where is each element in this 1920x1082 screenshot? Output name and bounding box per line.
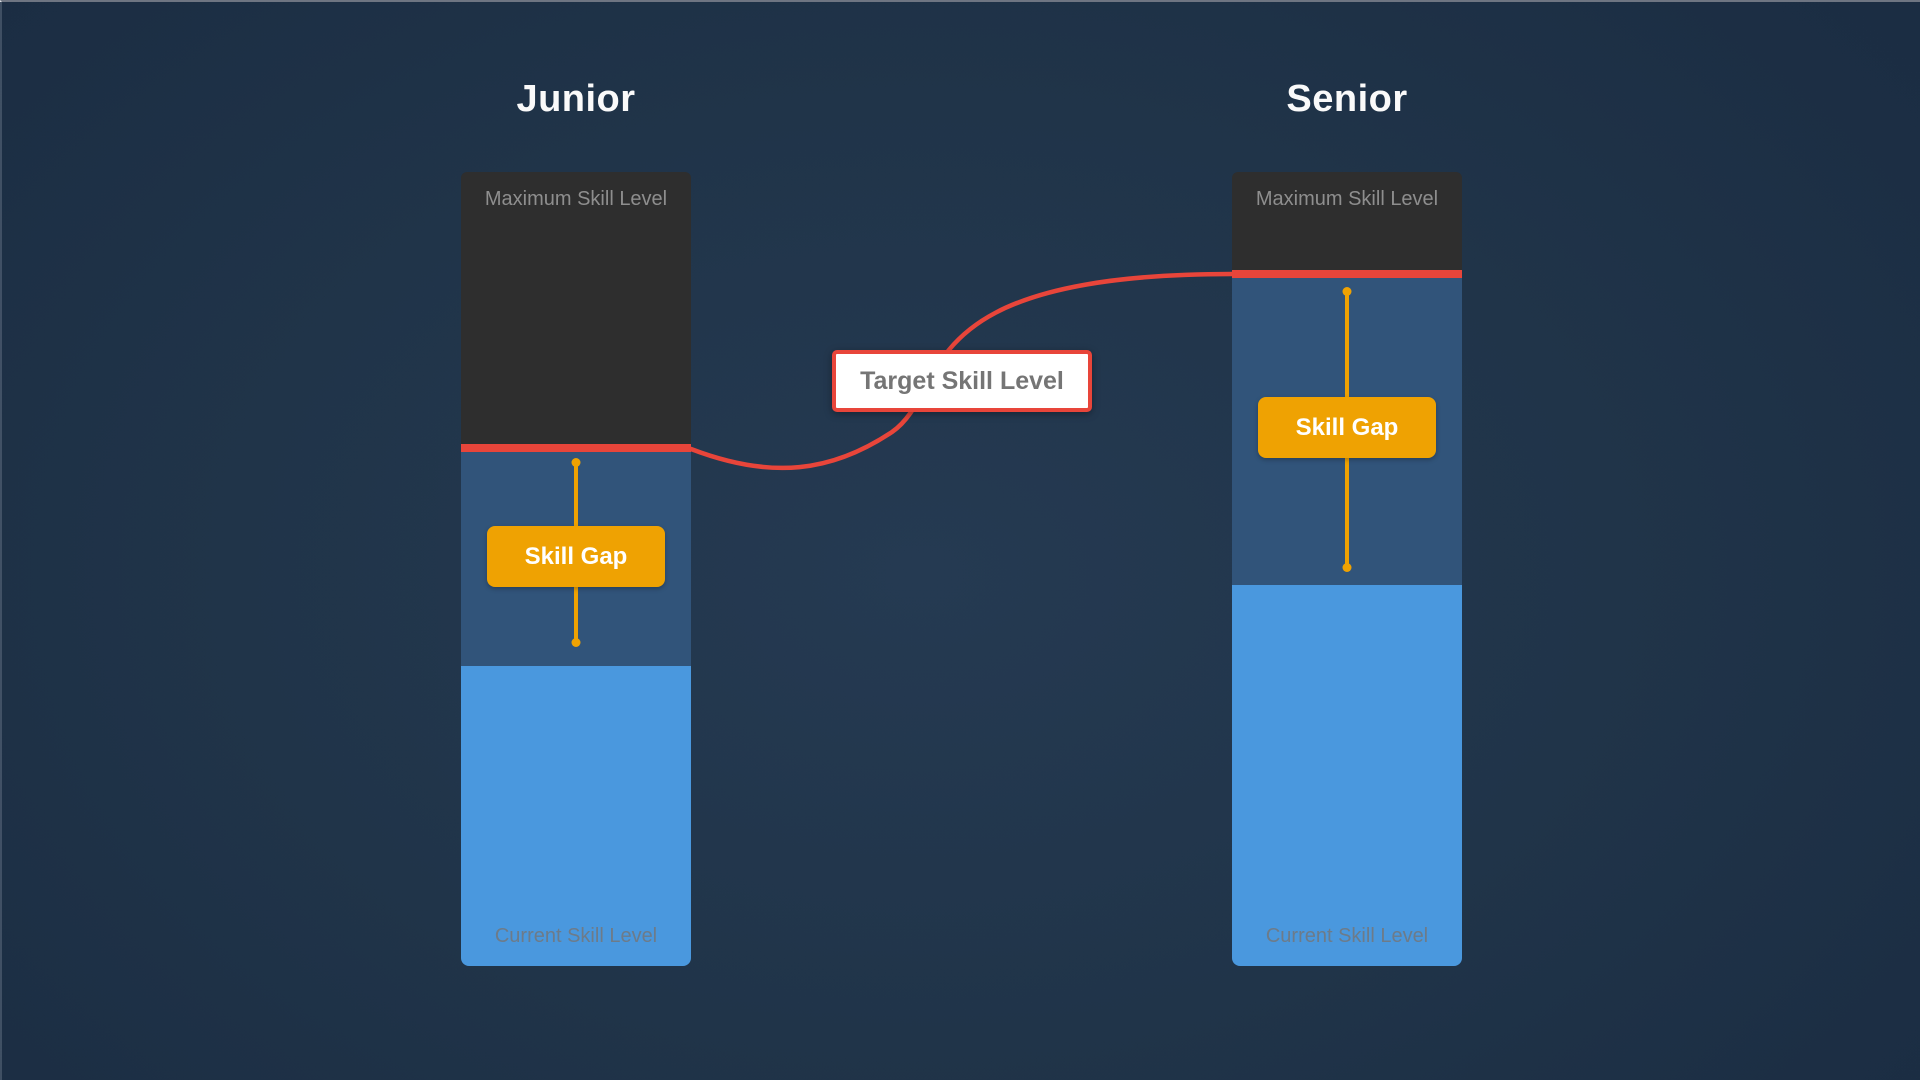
target-skill-level-label: Target Skill Level: [860, 366, 1064, 395]
target-level-line: [461, 444, 691, 452]
skill-gap-badge: Skill Gap: [1258, 397, 1436, 458]
max-skill-section: Maximum Skill Level: [1232, 172, 1462, 270]
skill-bar-senior: Maximum Skill Level Current Skill Level …: [1232, 172, 1462, 966]
current-skill-section: Current Skill Level: [461, 666, 691, 966]
current-skill-label: Current Skill Level: [494, 925, 658, 947]
target-skill-level-box: Target Skill Level: [832, 350, 1092, 412]
current-skill-section: Current Skill Level: [1232, 585, 1462, 966]
max-skill-label: Maximum Skill Level: [484, 188, 668, 210]
current-skill-label: Current Skill Level: [1265, 925, 1429, 947]
max-skill-label: Maximum Skill Level: [1255, 188, 1439, 210]
skill-gap-badge: Skill Gap: [487, 526, 665, 587]
max-skill-section: Maximum Skill Level: [461, 172, 691, 444]
skill-gap-badge-label: Skill Gap: [1295, 413, 1399, 441]
skill-bar-junior: Maximum Skill Level Current Skill Level …: [461, 172, 691, 966]
senior-title: Senior: [1286, 78, 1408, 120]
target-level-line: [1232, 270, 1462, 278]
junior-title: Junior: [516, 78, 636, 120]
skill-gap-badge-label: Skill Gap: [524, 542, 628, 570]
